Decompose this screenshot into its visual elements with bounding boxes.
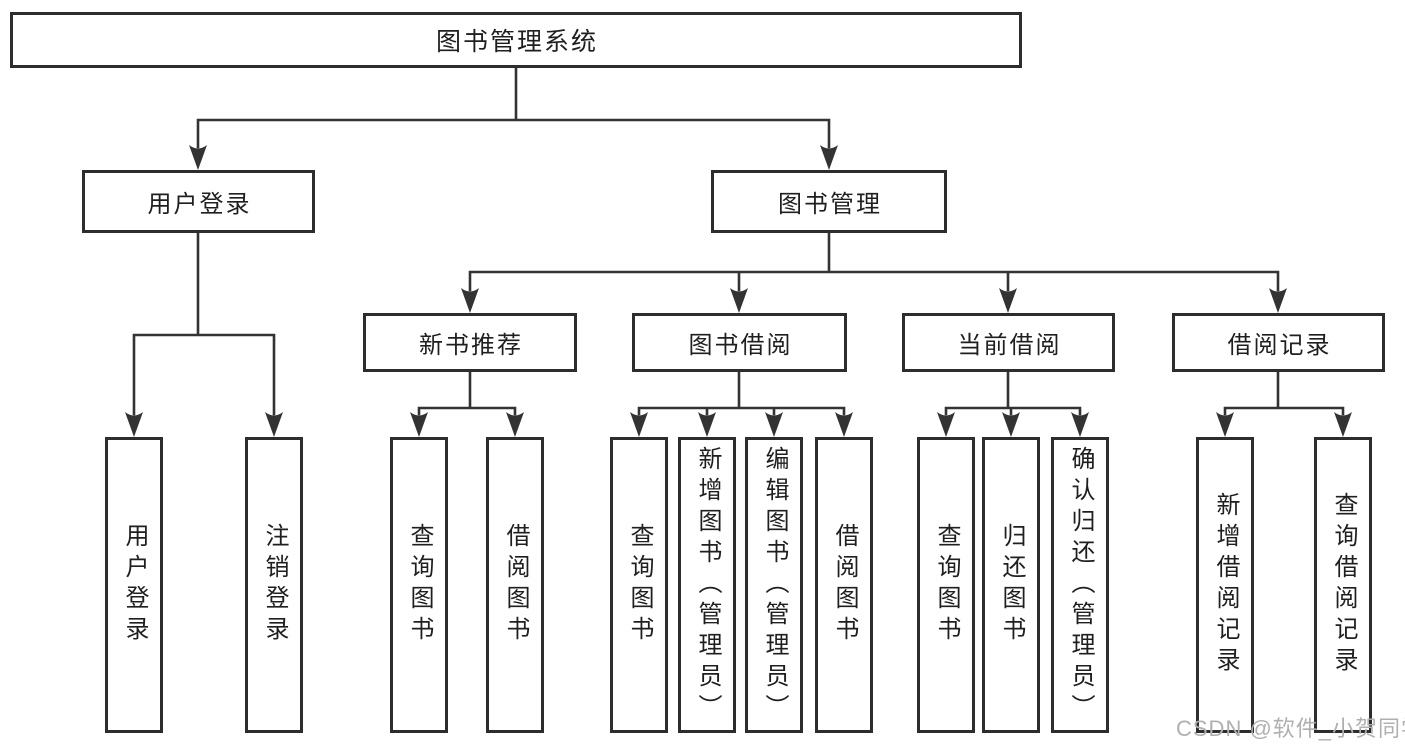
leaf-newbook-query: 查询图书: [390, 437, 448, 733]
node-current-borrowing-label: 当前借阅: [957, 332, 1062, 359]
leaf-add-borrow-record: 新增借阅记录: [1196, 437, 1254, 733]
leaf-borrow-book-label: 借阅图书: [831, 523, 858, 647]
leaf-edit-book-admin: 编辑图书（管理员）: [745, 437, 803, 733]
leaf-newbook-borrow: 借阅图书: [486, 437, 544, 733]
leaf-return-book-label: 归还图书: [998, 523, 1025, 647]
leaf-add-book-admin-label: 新增图书（管理员）: [694, 445, 721, 725]
leaf-add-book-admin: 新增图书（管理员）: [678, 437, 736, 733]
arrowhead-icon: [835, 412, 853, 437]
leaf-return-book: 归还图书: [982, 437, 1040, 733]
leaf-query-borrow-record: 查询借阅记录: [1314, 437, 1372, 733]
arrowhead-icon: [189, 145, 207, 170]
arrowhead-icon: [1002, 412, 1020, 437]
arrowhead-icon: [630, 412, 648, 437]
leaf-borrow-book: 借阅图书: [815, 437, 873, 733]
node-book-borrowing: 图书借阅: [632, 313, 847, 372]
leaf-add-borrow-record-label: 新增借阅记录: [1212, 492, 1239, 678]
arrowhead-icon: [265, 412, 283, 437]
arrowhead-icon: [730, 288, 748, 313]
node-book-management: 图书管理: [711, 170, 947, 233]
arrowhead-icon: [125, 412, 143, 437]
leaf-borrow-query-label: 查询图书: [626, 523, 653, 647]
node-book-management-label: 图书管理: [778, 191, 882, 218]
leaf-newbook-query-label: 查询图书: [406, 523, 433, 647]
leaf-current-query: 查询图书: [917, 437, 975, 733]
node-new-book-recommend-label: 新书推荐: [419, 332, 523, 359]
arrowhead-icon: [999, 288, 1017, 313]
arrowhead-icon: [410, 412, 428, 437]
leaf-confirm-return-admin: 确认归还（管理员）: [1051, 437, 1109, 733]
node-book-borrowing-label: 图书借阅: [688, 332, 793, 359]
arrowhead-icon: [461, 288, 479, 313]
leaf-confirm-return-admin-label: 确认归还（管理员）: [1067, 445, 1094, 725]
leaf-edit-book-admin-label: 编辑图书（管理员）: [761, 445, 788, 725]
node-borrowing-records-label: 借阅记录: [1227, 332, 1332, 359]
arrowhead-icon: [937, 412, 955, 437]
node-new-book-recommend: 新书推荐: [363, 313, 577, 372]
node-root: 图书管理系统: [10, 12, 1022, 68]
leaf-logout-label: 注销登录: [261, 523, 288, 647]
leaf-borrow-query: 查询图书: [610, 437, 668, 733]
arrowhead-icon: [765, 412, 783, 437]
leaf-logout: 注销登录: [245, 437, 303, 733]
node-borrowing-records: 借阅记录: [1172, 313, 1385, 372]
node-root-label: 图书管理系统: [435, 28, 598, 56]
arrowhead-icon: [698, 412, 716, 437]
arrowhead-icon: [1216, 412, 1234, 437]
arrowhead-icon: [506, 412, 524, 437]
arrowhead-icon: [1071, 412, 1089, 437]
leaf-user-login-label: 用户登录: [121, 523, 148, 647]
arrowhead-icon: [1334, 412, 1352, 437]
leaf-newbook-borrow-label: 借阅图书: [502, 523, 529, 647]
csdn-watermark: CSDN @软件_小贺同学: [1176, 716, 1405, 741]
leaf-query-borrow-record-label: 查询借阅记录: [1330, 492, 1357, 678]
leaf-current-query-label: 查询图书: [933, 523, 960, 647]
arrowhead-icon: [820, 145, 838, 170]
node-current-borrowing: 当前借阅: [902, 313, 1115, 372]
node-user-login: 用户登录: [82, 170, 315, 233]
node-user-login-label: 用户登录: [147, 191, 252, 218]
leaf-user-login: 用户登录: [105, 437, 163, 733]
arrowhead-icon: [1269, 288, 1287, 313]
